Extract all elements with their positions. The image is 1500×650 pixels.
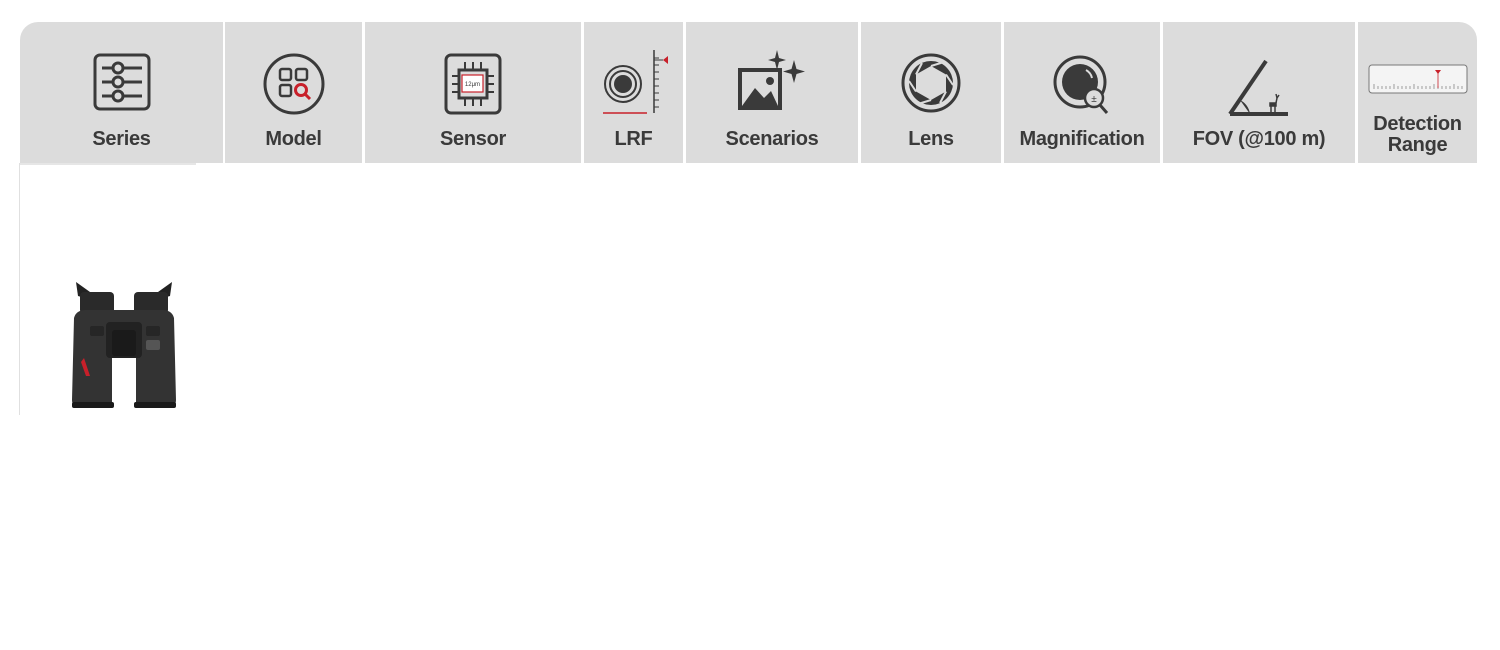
model-search-icon: [263, 53, 324, 115]
column-header-lrf[interactable]: LRF: [584, 22, 683, 163]
product-image-thermal-binocular[interactable]: [66, 278, 182, 412]
column-label-line2: Range: [1387, 134, 1448, 156]
chip-text: 12μm: [465, 82, 480, 88]
image-sparkle-icon: [738, 50, 805, 110]
column-label: FOV (@100 m): [1192, 128, 1326, 150]
ruler-icon: [1368, 64, 1467, 94]
column-header-scenarios[interactable]: Scenarios: [686, 22, 858, 163]
column-label: Detection Range: [1358, 114, 1477, 156]
sliders-icon: [93, 53, 150, 111]
column-label: Scenarios: [725, 128, 819, 150]
series-tab-underline: [20, 163, 196, 165]
column-label: Model: [265, 128, 322, 150]
column-header-sensor[interactable]: 12μm Sensor: [365, 22, 581, 163]
column-label: Magnification: [1019, 128, 1145, 150]
column-header-magnification[interactable]: ± Magnification: [1004, 22, 1160, 163]
aperture-icon: [901, 53, 961, 113]
column-header-model[interactable]: Model: [225, 22, 362, 163]
column-label: Series: [92, 128, 151, 150]
fov-angle-icon: [1228, 59, 1288, 116]
column-label-line1: Detection: [1373, 113, 1462, 135]
magnify-lens-icon: ±: [1053, 55, 1109, 114]
chip-icon: 12μm: [444, 53, 502, 115]
column-header-series[interactable]: Series: [20, 22, 223, 163]
column-label: LRF: [614, 128, 653, 150]
column-header-fov[interactable]: FOV (@100 m): [1163, 22, 1355, 163]
row-left-border: [19, 163, 20, 415]
column-label: Sensor: [439, 128, 506, 150]
column-header-detection-range[interactable]: Detection Range: [1358, 22, 1477, 163]
svg-text:±: ±: [1091, 94, 1097, 105]
column-header-lens[interactable]: Lens: [861, 22, 1001, 163]
rangefinder-icon: [602, 50, 668, 114]
column-label: Lens: [908, 128, 954, 150]
